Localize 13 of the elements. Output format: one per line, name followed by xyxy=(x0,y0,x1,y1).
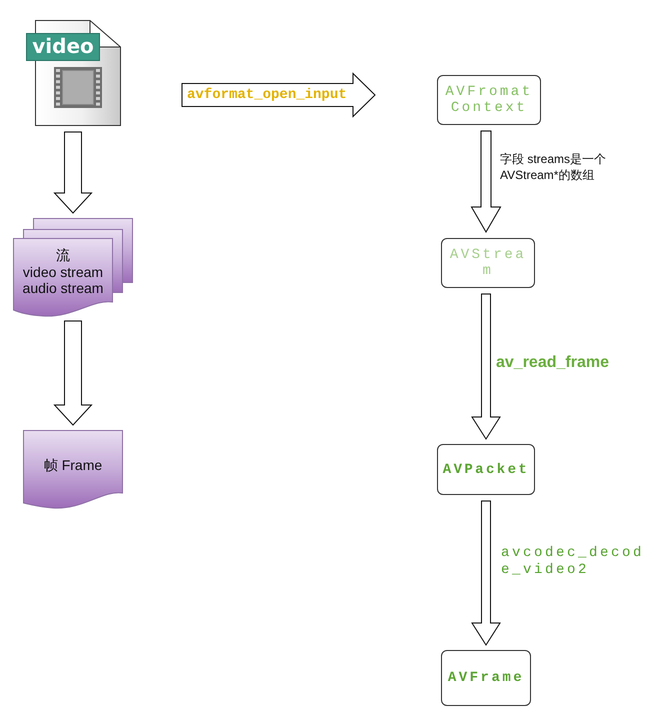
rounded-box: AVFromat Context xyxy=(437,75,541,125)
block-arrow xyxy=(470,130,502,233)
file-type-tag: video xyxy=(26,33,100,61)
file-document xyxy=(25,20,121,126)
rounded-box: AVPacket xyxy=(437,444,535,495)
block-arrow xyxy=(53,132,93,214)
block-arrow xyxy=(53,320,93,426)
document-shape: 帧 Frame xyxy=(23,430,123,509)
rounded-box: AVStream xyxy=(441,238,535,288)
edge-label: avformat_open_input xyxy=(187,86,347,104)
block-arrow xyxy=(471,294,501,440)
rounded-box: AVFrame xyxy=(441,650,531,706)
block-arrow xyxy=(471,500,501,646)
